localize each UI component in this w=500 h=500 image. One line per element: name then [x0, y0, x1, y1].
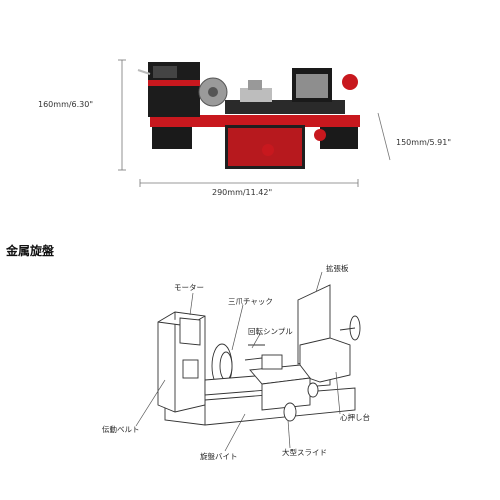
callout-tool: 旋盤バイト — [200, 452, 238, 461]
callout-chuck: 三爪チャック — [228, 297, 273, 306]
callout-tailstock: 心押し台 — [340, 413, 370, 422]
callout-belt: 伝動ベルト — [102, 425, 140, 434]
callout-slide: 大型スライド — [282, 448, 327, 457]
callout-motor: モーター — [174, 283, 204, 292]
callout-extension-plate: 拡張板 — [326, 264, 349, 273]
depth-dimension-label: 150mm/5.91" — [396, 138, 452, 147]
section-heading: 金属旋盤 — [6, 244, 55, 258]
length-dimension-label: 290mm/11.42" — [212, 188, 273, 197]
height-dimension-label: 160mm/6.30" — [38, 100, 94, 109]
callout-spindle: 回転シンプル — [248, 327, 293, 336]
